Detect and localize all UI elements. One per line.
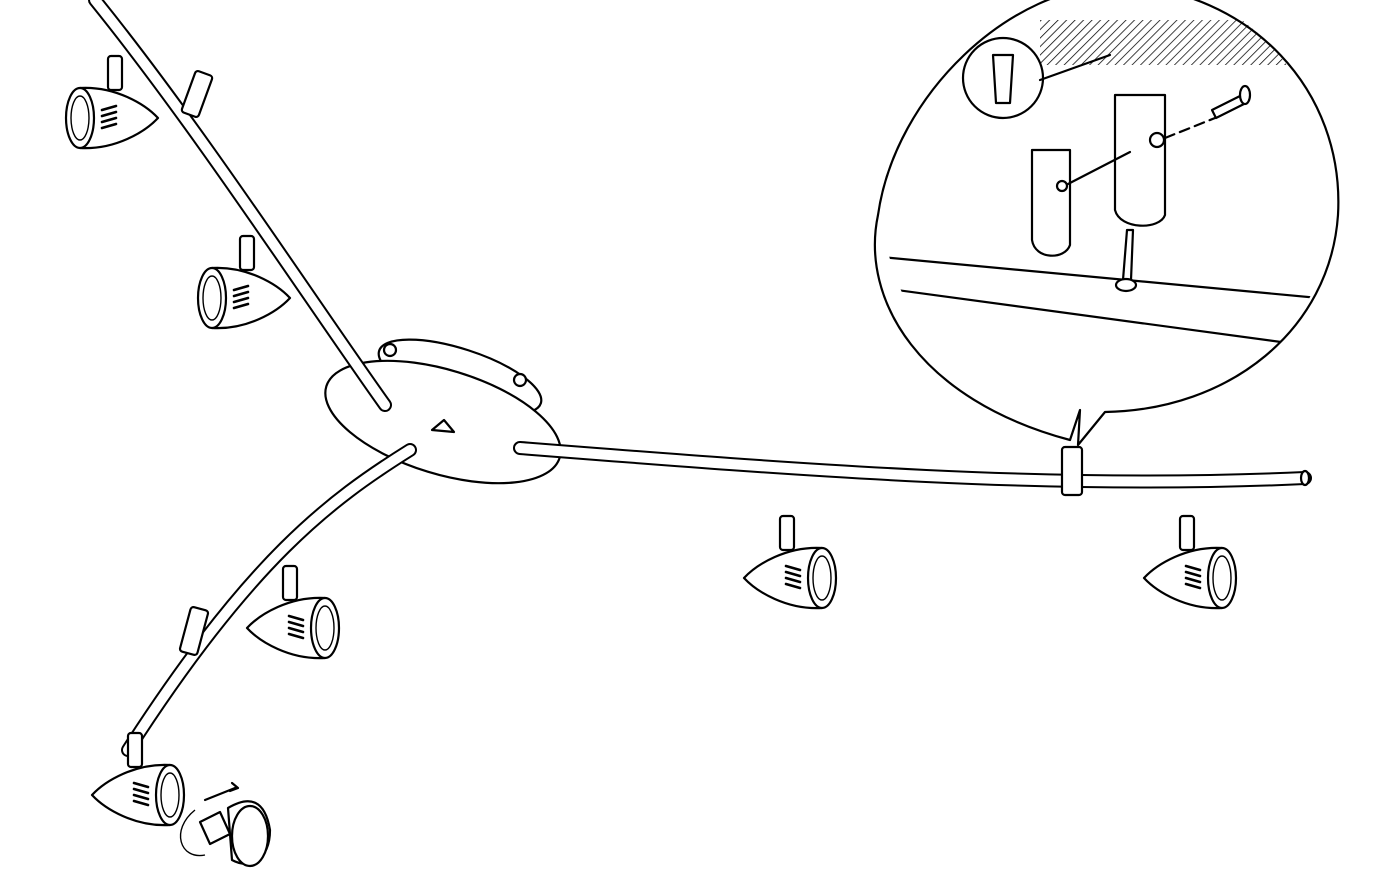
spotlight [90,731,186,827]
detail-callout [873,0,1340,447]
arm-upper-left [88,0,392,412]
spotlight [742,514,838,610]
ceiling-canopy [324,338,562,485]
arm-right [513,441,1312,497]
arm-lower-left [121,443,417,757]
bulb-replacement [179,781,272,868]
mounting-bracket [1030,148,1072,257]
spotlight [1142,514,1238,610]
mounting-bracket [1113,93,1167,227]
